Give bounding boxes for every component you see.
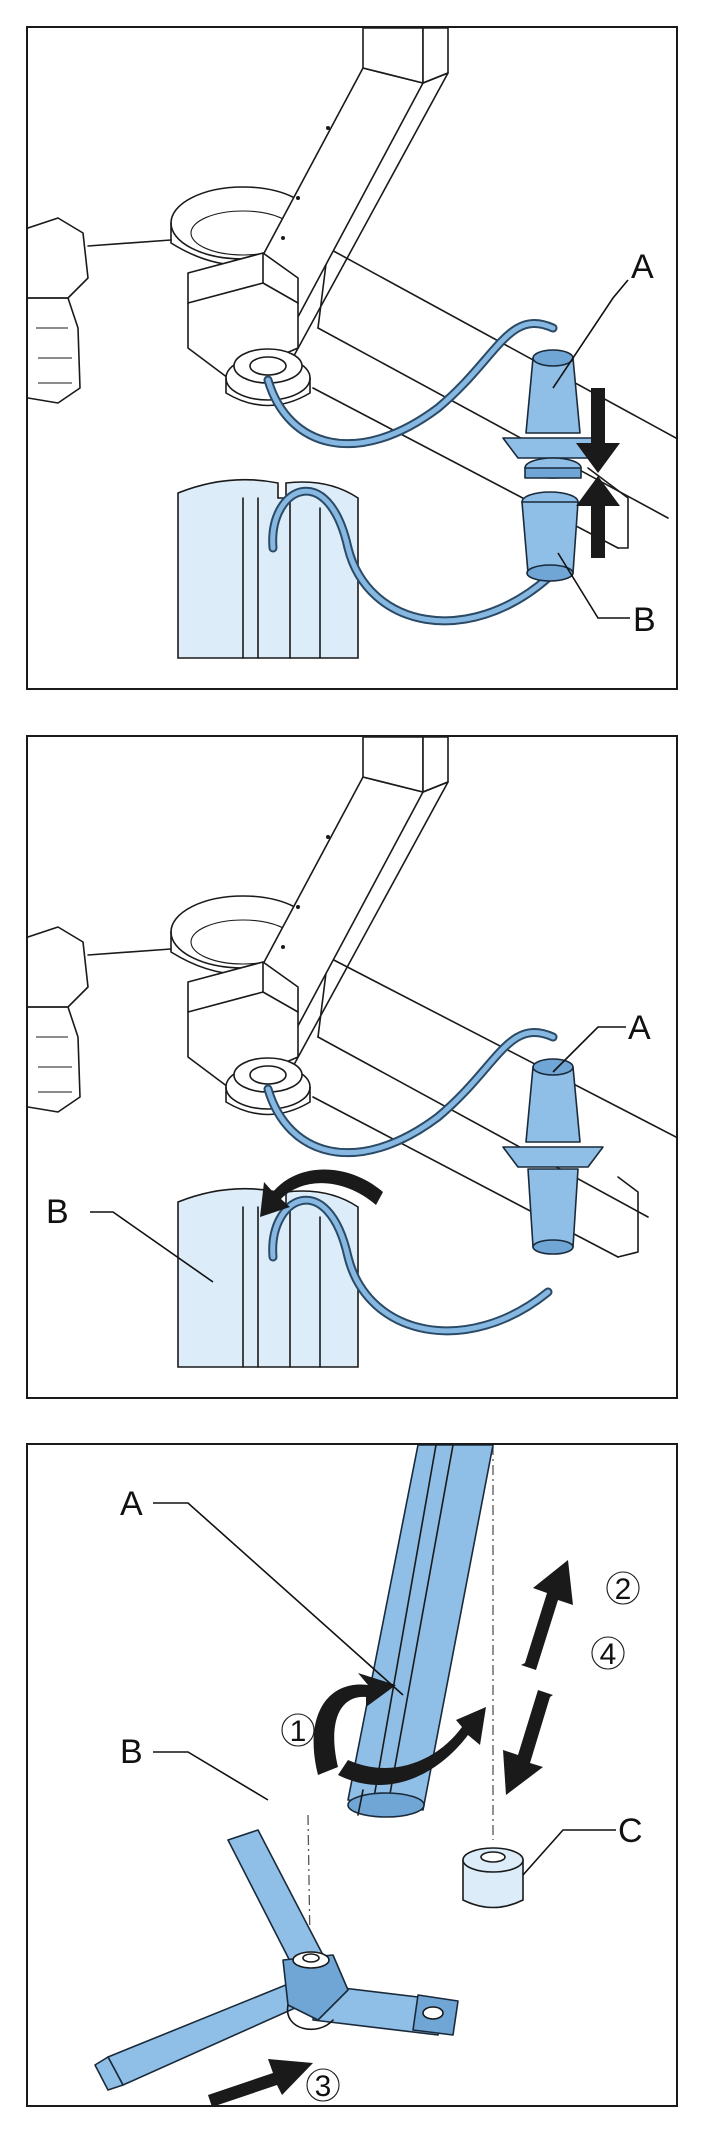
curved-arrow-icon [260, 1169, 383, 1217]
label-a: A [120, 1485, 143, 1523]
mast-a [347, 1445, 494, 1818]
rotate-arrow-icon [313, 1673, 396, 1775]
crossbeam [312, 247, 676, 549]
leader-b [90, 1211, 214, 1283]
base-foot-b [94, 1829, 459, 2091]
step-illustration-route-cable: A B [26, 735, 678, 1399]
cable [263, 319, 558, 626]
rotate-arrow-icon [338, 1707, 486, 1786]
step-3-number: 3 [315, 2070, 332, 2103]
label-b: B [120, 1733, 143, 1771]
step-illustration-mount-mast: 1 2 3 4 A B C [26, 1443, 678, 2107]
leader-a [153, 1502, 404, 1696]
cable [263, 1028, 558, 1336]
label-a: A [631, 248, 654, 286]
step-2-number: 2 [615, 1573, 632, 1606]
step-3-marker: 3 [306, 2068, 340, 2103]
step-illustration-connect-cable: A B [26, 26, 678, 690]
connect-cable-drawing: A B [28, 28, 676, 659]
arrow-down-icon [576, 388, 620, 473]
stopper-c [462, 1847, 524, 1909]
leader-b [557, 552, 630, 619]
label-c: C [618, 1812, 643, 1850]
axis-line-b [307, 1814, 311, 1946]
lower-column [177, 478, 359, 659]
base-block [187, 961, 299, 1088]
label-a: A [628, 1009, 651, 1047]
leader-a [552, 279, 629, 389]
straight-arrow-icon [208, 2059, 313, 2105]
connector-a [502, 1058, 604, 1255]
step-4-marker: 4 [591, 1636, 625, 1671]
label-b: B [633, 601, 656, 639]
step-1-marker: 1 [281, 1713, 315, 1748]
connector-b [521, 491, 579, 582]
crossbeam [312, 956, 676, 1258]
base-block [187, 252, 299, 379]
step-4-number: 4 [600, 1638, 617, 1671]
left-bracket [28, 926, 89, 1113]
label-b: B [46, 1193, 69, 1231]
left-bracket [28, 217, 89, 404]
leader-a [552, 1026, 626, 1073]
step-1-number: 1 [290, 1715, 307, 1748]
arrow-up-icon [521, 1560, 573, 1670]
route-cable-drawing: A B [28, 737, 676, 1368]
arrow-down-icon [503, 1690, 553, 1795]
mount-mast-drawing: 1 2 3 4 A B C [94, 1445, 643, 2105]
arrow-up-icon [576, 476, 620, 558]
step-2-marker: 2 [606, 1571, 640, 1606]
leader-b [153, 1751, 269, 1801]
leader-c [522, 1829, 616, 1876]
